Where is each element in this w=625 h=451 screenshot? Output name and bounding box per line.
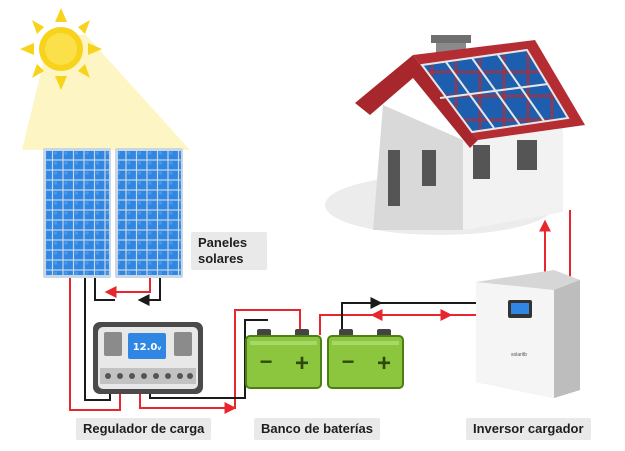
battery-1-plus: + xyxy=(295,350,309,377)
battery-1-minus: − xyxy=(260,349,273,374)
solar-panel-right xyxy=(115,148,183,278)
house xyxy=(325,35,585,235)
charge-regulator: 12.0v xyxy=(93,322,203,394)
battery-2-minus: − xyxy=(342,349,355,374)
label-charge-regulator: Regulador de carga xyxy=(76,418,212,440)
solar-panel-left xyxy=(43,148,111,278)
label-solar-panels: Paneles solares xyxy=(191,232,267,270)
battery-2: − + xyxy=(327,329,404,389)
battery-2-plus: + xyxy=(377,350,391,377)
battery-1: − + xyxy=(245,329,322,389)
regulator-lcd xyxy=(128,333,166,359)
inverter-brand: solaritb xyxy=(511,352,527,358)
regulator-lcd-value: 12.0v xyxy=(133,342,162,353)
label-battery-bank: Banco de baterías xyxy=(254,418,380,440)
label-inverter-charger: Inversor cargador xyxy=(466,418,591,440)
inverter-charger: solaritb xyxy=(476,270,580,398)
sun-icon xyxy=(20,8,102,90)
